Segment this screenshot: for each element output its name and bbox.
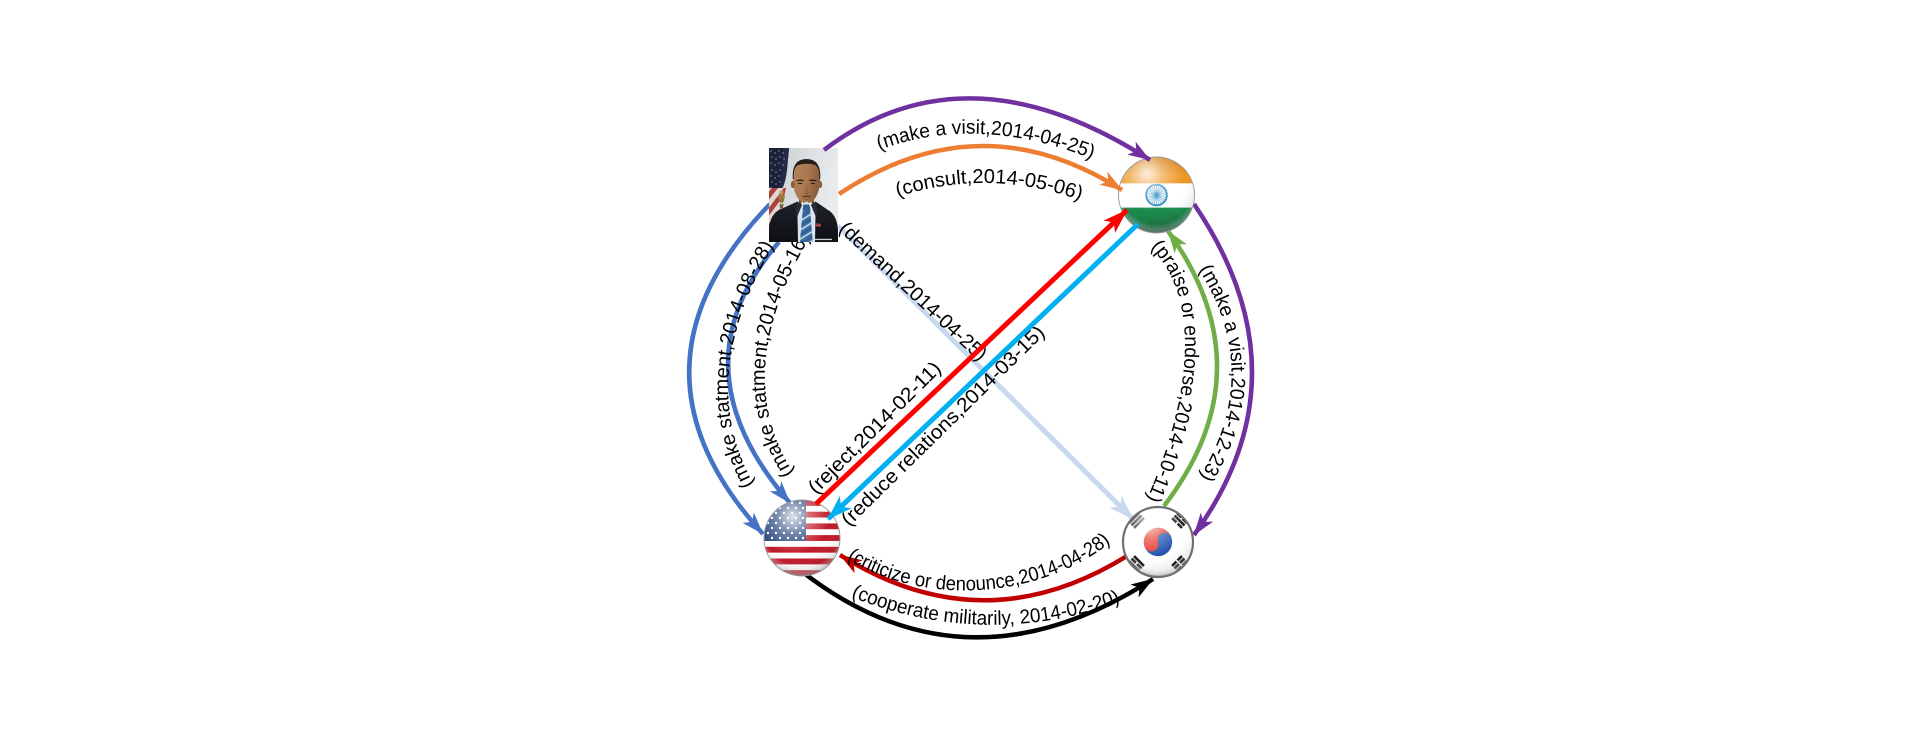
svg-text:(make a visit,2014-04-25): (make a visit,2014-04-25)	[873, 117, 1098, 164]
svg-text:(consult,2014-05-06): (consult,2014-05-06)	[893, 166, 1086, 205]
svg-text:(criticize or denounce,2014-04: (criticize or denounce,2014-04-28)	[844, 529, 1114, 596]
svg-text:(demand,2014-04-25): (demand,2014-04-25)	[835, 218, 991, 366]
